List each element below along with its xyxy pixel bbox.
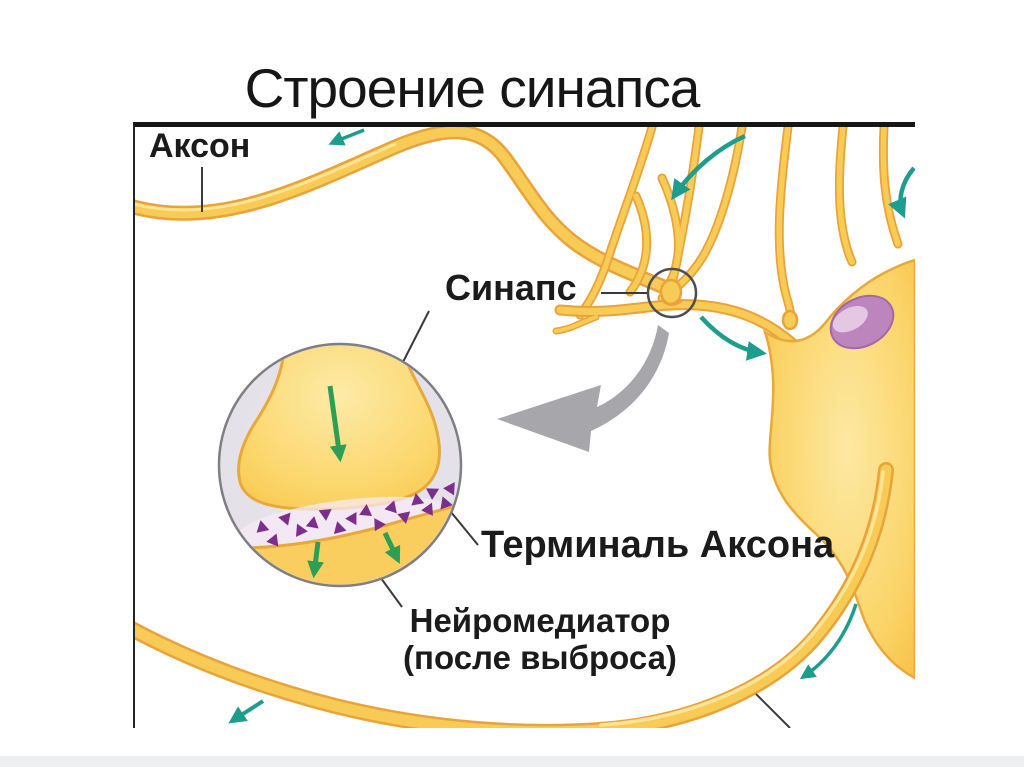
axon-label: Аксон xyxy=(149,127,251,165)
neurotransmitter-label-line2: (после выброса) xyxy=(403,638,677,676)
synapse-site xyxy=(646,267,698,319)
signal-arrow-soma-icon xyxy=(699,315,767,361)
axon-terminal-shape xyxy=(237,345,441,511)
neurotransmitter-particles xyxy=(256,482,455,547)
page-title: Строение синапса xyxy=(244,57,701,119)
axon-terminal-label: Терминаль Аксона xyxy=(481,524,835,566)
inset-pointer-line xyxy=(402,310,430,363)
bottom-pointer-line xyxy=(755,693,791,728)
neuron-soma xyxy=(762,258,915,680)
signal-arrow-right-edge-icon xyxy=(888,166,915,219)
neurotransmitter-label-line1: Нейромедиатор xyxy=(409,602,671,639)
diagram-canvas xyxy=(135,127,915,728)
bottom-strip xyxy=(0,756,1024,767)
signal-arrow-bottom-left-icon xyxy=(228,699,265,724)
release-arrows xyxy=(307,385,401,579)
synapse-diagram: Аксон Синапс Терминаль Аксона Нейромедиа… xyxy=(133,122,915,728)
signal-arrow-dendrites-icon xyxy=(671,133,746,201)
signal-arrow-top-left-icon xyxy=(328,128,365,146)
synapse-inset xyxy=(217,342,463,588)
signal-direction-arrows xyxy=(228,128,915,724)
axon-fiber xyxy=(135,127,674,296)
nucleus xyxy=(829,294,895,350)
neurotransmitter-label: Нейромедиатор (после выброса) xyxy=(379,602,701,677)
release-arrow-terminal-icon xyxy=(327,385,347,463)
release-arrow-right-icon xyxy=(382,531,401,564)
release-arrow-left-icon xyxy=(307,541,325,579)
signal-arrow-axon-down-icon xyxy=(799,603,858,680)
outgoing-axon xyxy=(135,462,894,728)
synapse-label: Синапс xyxy=(445,267,577,308)
magnifier-arrow-icon xyxy=(497,325,669,452)
magnifier-ring-icon xyxy=(646,267,698,319)
